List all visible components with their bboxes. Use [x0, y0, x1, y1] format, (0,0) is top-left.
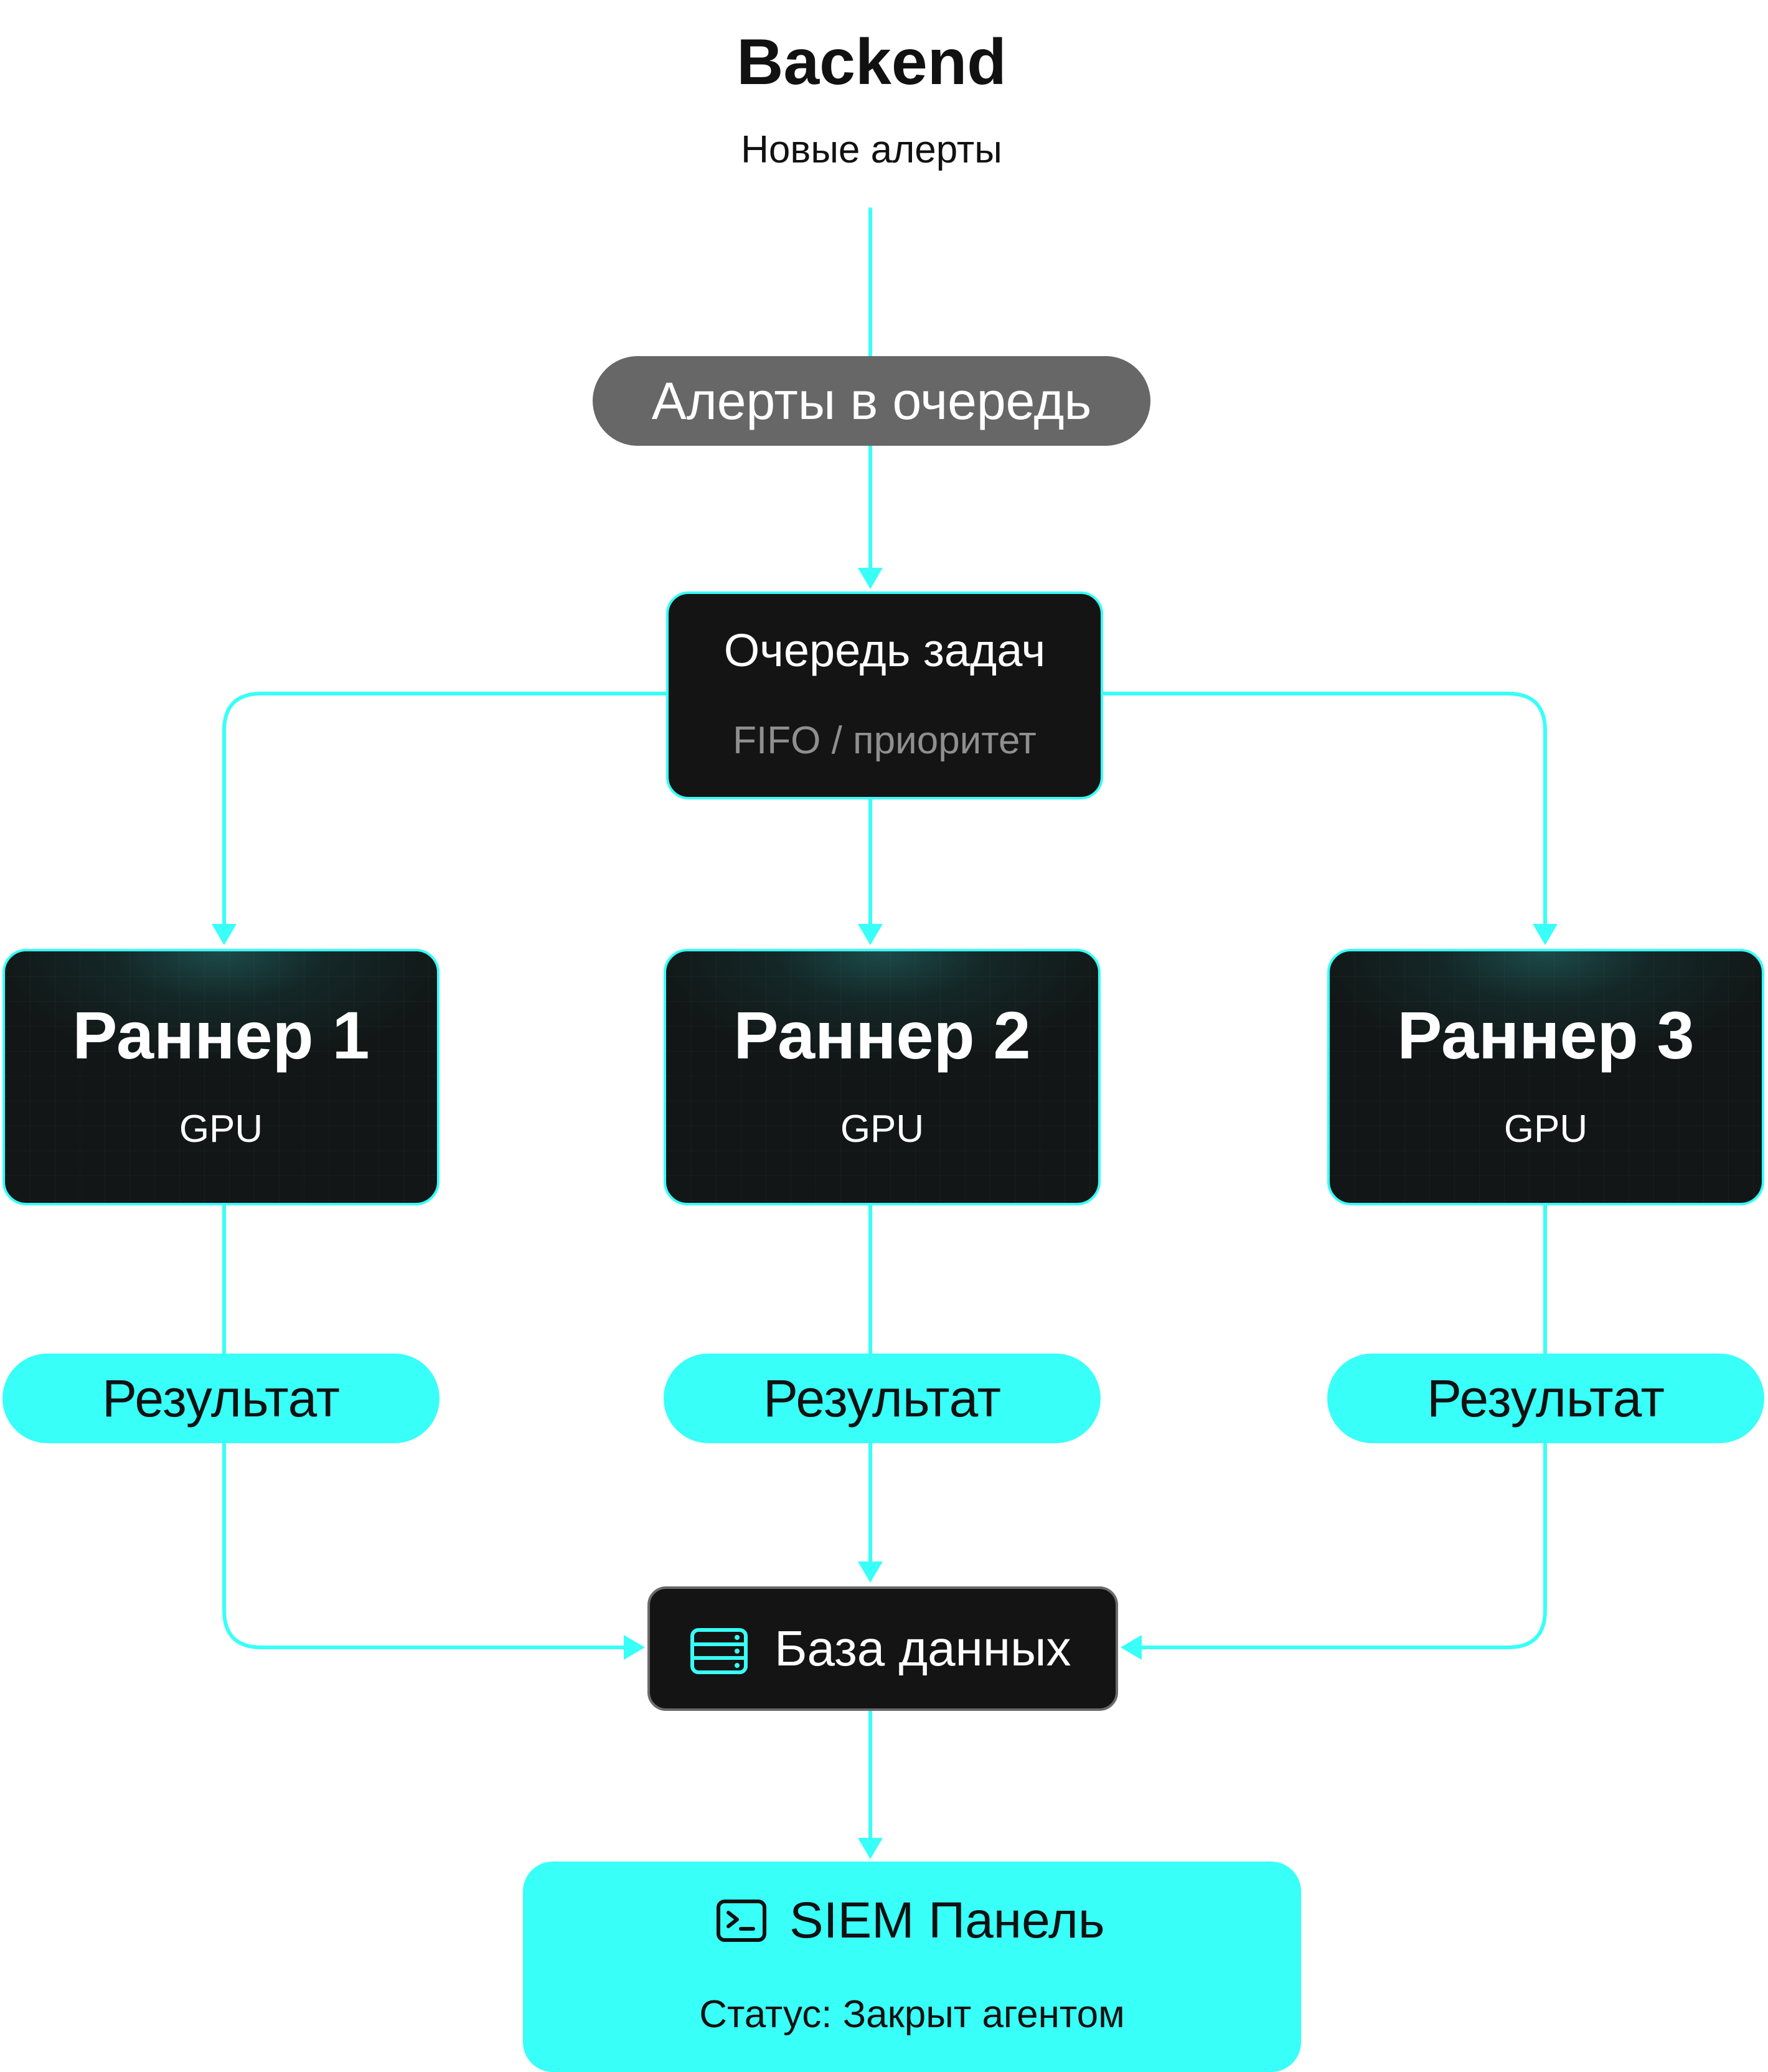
intake-node: Алерты в очередь [593, 356, 1150, 446]
arrow-head [858, 924, 883, 945]
database-label: База данных [774, 1621, 1071, 1676]
siem-status-text: Статус: Закрыт агентом [699, 1993, 1125, 2036]
runner-node-2: Раннер 2 GPU [664, 949, 1101, 1205]
arrow-head [1121, 1635, 1142, 1660]
task-queue-subtitle: FIFO / приоритет [733, 719, 1037, 762]
arrow-head [1533, 924, 1558, 945]
arrow-head [858, 1561, 883, 1583]
runner-subtitle: GPU [179, 1108, 263, 1151]
diagram-subtitle: Новые алерты [741, 128, 1002, 171]
result-node-2: Результат [664, 1354, 1101, 1443]
siem-panel-title: SIEM Панель [789, 1892, 1105, 1949]
database-icon [690, 1628, 748, 1674]
runner-grid-texture [666, 951, 1098, 1203]
edge-queue-to-runner-3 [1101, 692, 1547, 931]
runner-node-3: Раннер 3 GPU [1327, 949, 1764, 1205]
runner-node-1: Раннер 1 GPU [2, 949, 440, 1205]
result-node-3: Результат [1327, 1354, 1764, 1443]
arrow-head [858, 1838, 883, 1859]
runner-title: Раннер 3 [1397, 997, 1695, 1073]
runner-title: Раннер 1 [72, 997, 370, 1073]
arrow-head [624, 1635, 645, 1660]
task-queue-node: Очередь задач FIFO / приоритет [666, 591, 1103, 799]
arrow-head [212, 924, 237, 945]
edge-result-1-to-database [222, 1441, 631, 1649]
runner-subtitle: GPU [1503, 1108, 1588, 1151]
arrow-head [858, 568, 883, 589]
runner-subtitle: GPU [840, 1108, 924, 1151]
edge-result-3-to-database [1135, 1441, 1547, 1649]
siem-panel-node: SIEM Панель Статус: Закрыт агентом [523, 1862, 1301, 2072]
task-queue-title: Очередь задач [723, 624, 1046, 676]
edge-queue-to-runner-1 [222, 692, 668, 931]
result-node-1: Результат [2, 1354, 440, 1443]
diagram-title: Backend [736, 26, 1007, 98]
runner-grid-texture [1330, 951, 1762, 1203]
database-node: База данных [647, 1586, 1118, 1711]
terminal-icon [717, 1900, 766, 1942]
runner-grid-texture [5, 951, 437, 1203]
runner-title: Раннер 2 [733, 997, 1031, 1073]
